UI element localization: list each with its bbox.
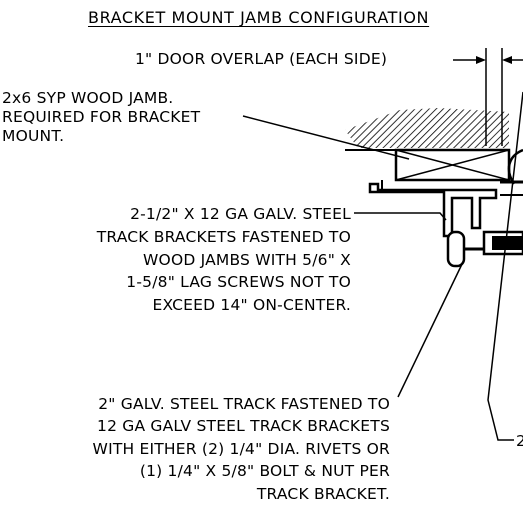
- bracket-callout-line: TRACK BRACKETS FASTENED TO: [96, 228, 351, 246]
- jamb-leader-line: [242, 115, 410, 160]
- track-callout-line: 12 GA GALV STEEL TRACK BRACKETS: [97, 417, 390, 435]
- jamb-seal: [507, 148, 523, 185]
- track-callout-line: 2" GALV. STEEL TRACK FASTENED TO: [98, 395, 390, 413]
- cutoff-leader-line: [487, 91, 523, 441]
- track-leader-line: [397, 261, 464, 398]
- dim-arrowhead: [476, 56, 486, 64]
- drawing-title: BRACKET MOUNT JAMB CONFIGURATION: [88, 8, 430, 27]
- overlap-callout: 1" DOOR OVERLAP (EACH SIDE): [135, 50, 388, 68]
- bracket-callout-line: WOOD JAMBS WITH 5/6" X: [143, 251, 351, 269]
- bracket-callout-line: 1-5/8" LAG SCREWS NOT TO: [126, 273, 351, 291]
- jamb-callout-line: 2x6 SYP WOOD JAMB.: [2, 89, 174, 107]
- dim-arrowhead: [502, 56, 512, 64]
- wall-hatch: [345, 108, 509, 148]
- cutoff-callout: 2: [516, 432, 523, 450]
- jamb-x-line: [395, 149, 510, 181]
- bracket-callout-line: 2-1/2" X 12 GA GALV. STEEL: [130, 205, 351, 223]
- jamb-callout-line: REQUIRED FOR BRACKET: [2, 108, 201, 126]
- track-callout-line: WITH EITHER (2) 1/4" DIA. RIVETS OR: [92, 440, 390, 458]
- door-hinge-plate: [492, 236, 523, 250]
- track-callout-line: (1) 1/4" X 5/8" BOLT & NUT PER: [139, 462, 390, 480]
- track-callout-line: TRACK BRACKET.: [256, 485, 390, 503]
- jamb-callout-line: MOUNT.: [2, 127, 65, 145]
- bracket-leader-line: [354, 212, 447, 221]
- track-bracket: [368, 182, 498, 238]
- roller: [446, 230, 466, 268]
- bracket-callout-line: EXCEED 14" ON-CENTER.: [152, 296, 351, 314]
